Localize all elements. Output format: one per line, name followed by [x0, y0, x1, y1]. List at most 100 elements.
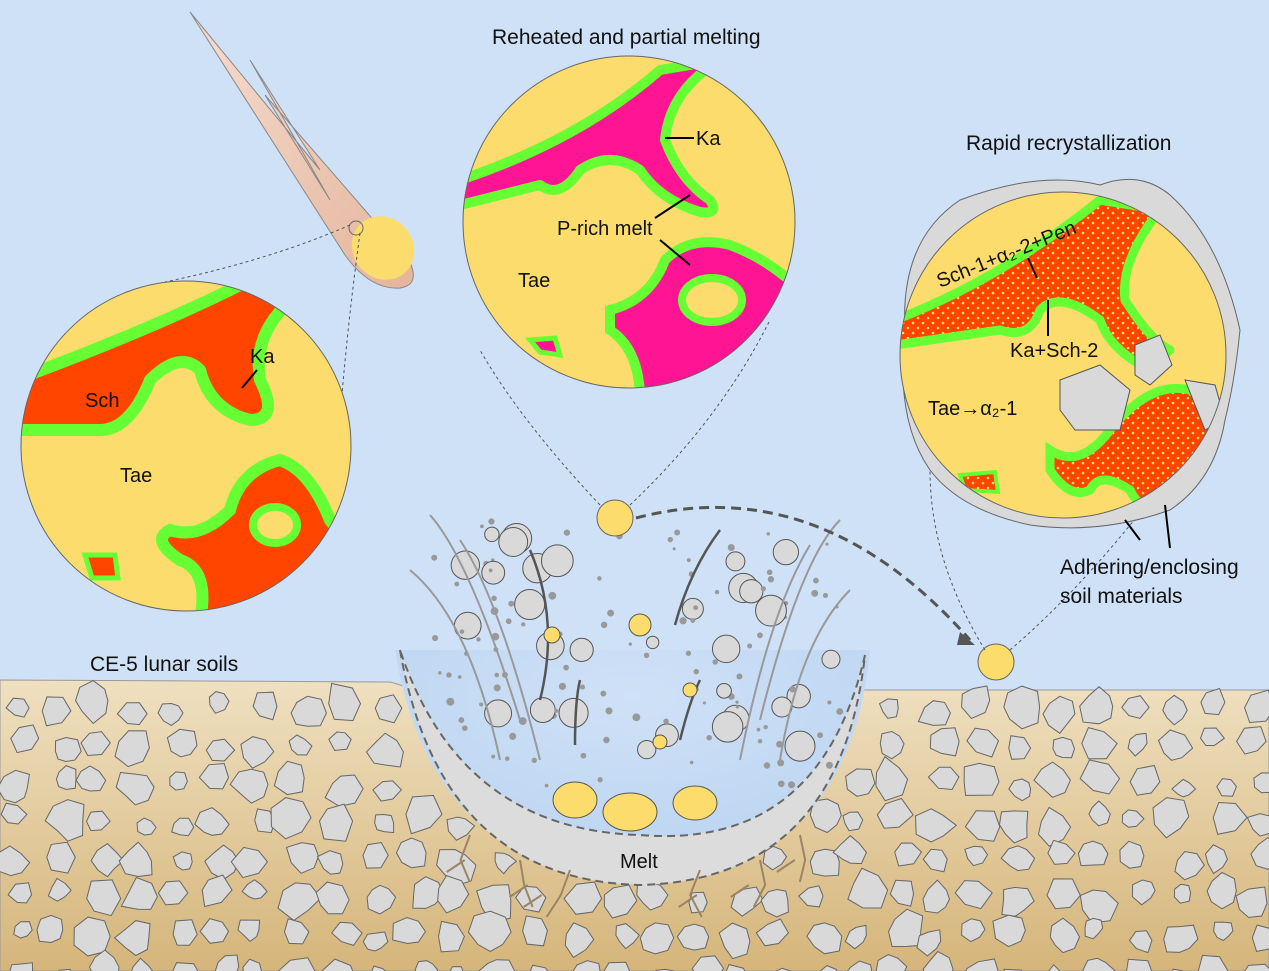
ejecta-particle — [521, 622, 526, 627]
soil-rock — [44, 799, 85, 842]
soil-rock — [316, 850, 344, 875]
ejecta-particle — [508, 600, 515, 607]
soil-rock — [229, 768, 269, 804]
ejecta-particle — [600, 621, 608, 629]
ejecta-particle — [784, 730, 816, 762]
crack — [678, 869, 703, 918]
soil-rock — [252, 691, 278, 721]
soil-rock — [954, 880, 993, 910]
soil-rock — [819, 965, 837, 971]
soil-rock — [328, 682, 362, 722]
soil-rock — [115, 771, 155, 806]
soil-rock — [374, 813, 395, 834]
soil-rock — [131, 957, 154, 971]
soil-rock — [1152, 797, 1190, 839]
soil-rock — [1127, 732, 1148, 757]
soil-rock — [1250, 836, 1269, 870]
soil-rock — [964, 845, 989, 867]
ejecta-particle — [484, 526, 500, 543]
ejecta-particle — [776, 740, 783, 748]
ejecta-particle — [509, 732, 517, 740]
soil-rock — [318, 803, 354, 842]
soil-rock — [172, 851, 193, 871]
soil-rock — [365, 732, 404, 768]
ejecta-particle — [597, 576, 602, 581]
soil-rock — [603, 884, 638, 919]
soil-rock — [1077, 840, 1109, 867]
label-sch: Sch — [85, 390, 119, 412]
ejecta-particle — [558, 682, 567, 690]
ejecta-particle — [580, 752, 587, 759]
ejecta-particle — [558, 697, 589, 728]
soil-rock — [1126, 958, 1153, 971]
soil-rock — [41, 696, 72, 727]
ejecta-particle — [686, 558, 691, 563]
ejecta-particle — [563, 664, 569, 671]
soil-rock — [876, 797, 914, 829]
melt-layer — [399, 649, 866, 887]
soil-rock — [917, 700, 951, 726]
ejecta-particle — [529, 697, 556, 723]
ejecta-particle — [772, 538, 799, 566]
soil-rock — [1042, 695, 1076, 734]
soil-rock — [1236, 726, 1267, 755]
soil-rock — [1033, 761, 1071, 798]
ejecta-particle — [689, 760, 694, 765]
soil-rock — [846, 960, 873, 971]
soil-rock — [1251, 924, 1269, 952]
ejecta-particle — [457, 675, 462, 679]
ejecta-particle — [454, 581, 460, 587]
soil-rock — [198, 762, 230, 790]
ejecta-particle — [690, 618, 696, 623]
soil-rock — [7, 882, 33, 904]
ejecta-particle — [822, 592, 829, 599]
soil-rock — [277, 882, 322, 922]
soil-rock — [1046, 878, 1081, 910]
soil-rock — [966, 727, 1000, 758]
ejecta-particle — [667, 536, 674, 543]
ejecta-particle — [628, 642, 632, 646]
ejecta-particle — [476, 637, 481, 642]
soil-rock — [762, 845, 788, 871]
ejecta-particle — [579, 684, 586, 690]
ejecta-particle — [663, 718, 669, 724]
soil-rock — [0, 802, 28, 825]
soil-rock — [1244, 963, 1269, 971]
ejecta-particle — [827, 700, 832, 705]
soil-rock — [204, 844, 240, 881]
soil-rock — [362, 931, 389, 952]
soil-rock — [478, 959, 516, 971]
ejecta-particle — [836, 708, 844, 715]
soil-rock — [283, 918, 310, 945]
ejecta-particle — [491, 558, 495, 562]
soil-rocks — [0, 680, 1269, 971]
circle-recrystallization: Sch-1+α₂-2+Pen Ka+Sch-2 Tae→α₂-1 Adherin… — [899, 178, 1241, 608]
arrow-ka — [241, 369, 258, 389]
ejecta-particle — [643, 652, 650, 659]
ejecta-particle — [459, 629, 465, 634]
soil-rock — [321, 958, 354, 971]
ejecta-particle — [488, 518, 495, 525]
soil-rock — [842, 811, 864, 832]
ejecta-particle — [514, 588, 546, 620]
soil-rock — [1003, 685, 1041, 730]
soil-rock — [412, 876, 445, 909]
ejecta-particle — [554, 708, 559, 713]
soil-rock — [1204, 844, 1228, 875]
soil-rock — [120, 876, 158, 910]
soil-rock — [992, 914, 1026, 948]
soil-rock — [1157, 729, 1194, 761]
ejecta-particle — [603, 736, 610, 744]
soil-rock — [0, 845, 31, 877]
ejecta-particle — [493, 684, 501, 692]
soil-rock — [1008, 778, 1032, 802]
ejecta-particle — [706, 734, 712, 741]
soil-rock — [136, 817, 157, 836]
impact-crater: Melt — [395, 514, 870, 918]
soil-rock — [1119, 840, 1145, 869]
soil-rock — [446, 816, 476, 841]
soil-rock — [172, 919, 198, 946]
ejecta-particle — [711, 711, 744, 743]
soil-rock — [230, 846, 269, 879]
